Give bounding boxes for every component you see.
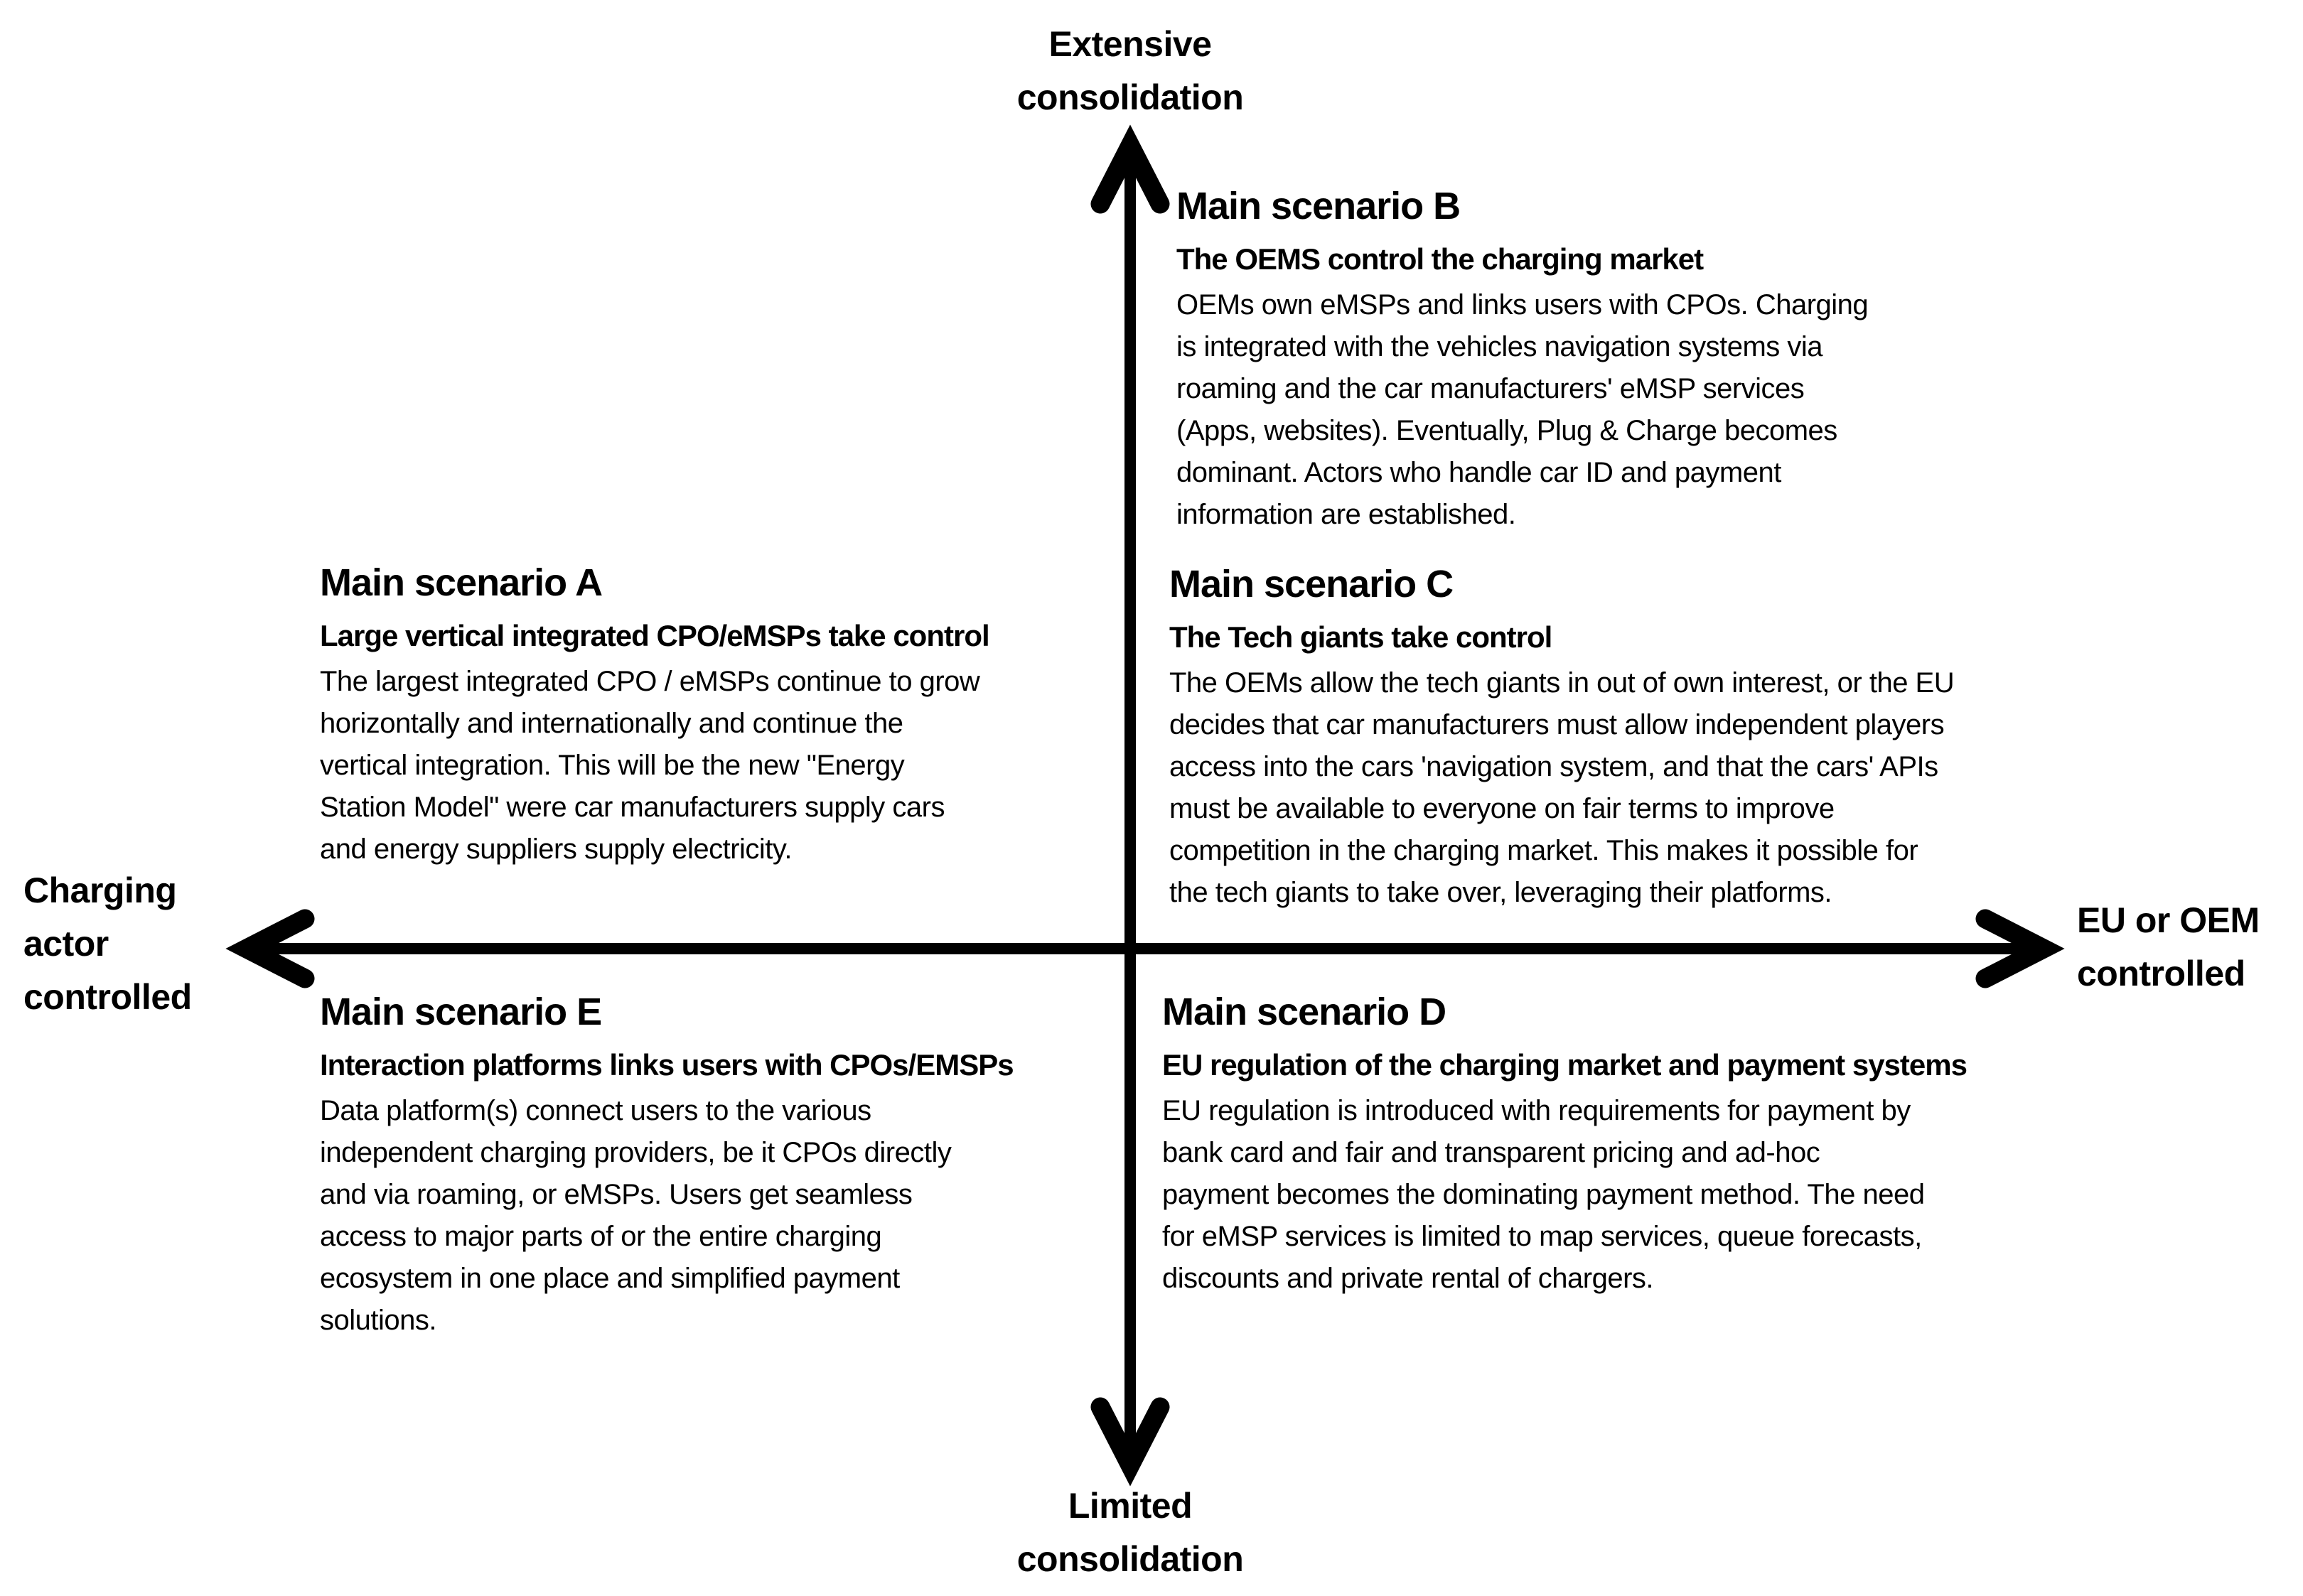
scenario-c-subtitle: The Tech giants take control [1169, 620, 1552, 654]
scenario-b-body: OEMs own eMSPs and links users with CPOs… [1176, 289, 1869, 530]
down-arrow-icon [1090, 1397, 1170, 1487]
scenario-e-heading: Main scenario E [320, 991, 602, 1033]
scenario-b-heading: Main scenario B [1176, 185, 1461, 227]
left-arrow-icon [225, 909, 315, 988]
scenario-e-block: Main scenario E Interaction platforms li… [320, 989, 1144, 1342]
scenario-a-subtitle: Large vertical integrated CPO/eMSPs take… [320, 619, 990, 652]
up-arrow-icon [1090, 124, 1170, 214]
scenario-c-block: Main scenario C The Tech giants take con… [1169, 561, 2179, 914]
scenario-a-block: Main scenario A Large vertical integrate… [320, 560, 1144, 870]
scenario-e-subtitle: Interaction platforms links users with C… [320, 1048, 1014, 1082]
scenario-b-block: Main scenario B The OEMS control the cha… [1176, 183, 2122, 536]
scenario-c-body: The OEMs allow the tech giants in out of… [1169, 667, 1955, 908]
axis-label-limited-consolidation: Limited consolidation [1016, 1486, 1244, 1579]
scenario-c-heading: Main scenario C [1169, 563, 1454, 605]
scenario-d-heading: Main scenario D [1162, 991, 1446, 1033]
scenario-e-body: Data platform(s) connect users to the va… [320, 1095, 952, 1336]
axis-label-eu-or-oem-controlled: EU or OEM controlled [2077, 900, 2260, 993]
scenario-b-subtitle: The OEMS control the charging market [1176, 242, 1704, 276]
scenario-d-subtitle: EU regulation of the charging market and… [1162, 1048, 1968, 1082]
scenario-d-block: Main scenario D EU regulation of the cha… [1162, 989, 2157, 1300]
scenario-a-heading: Main scenario A [320, 561, 603, 604]
axis-label-extensive-consolidation: Extensive consolidation [1016, 24, 1244, 117]
right-arrow-icon [1975, 909, 2065, 988]
axis-label-charging-actor-controlled: Charging actor controlled [23, 870, 192, 1017]
scenario-d-body: EU regulation is introduced with require… [1162, 1095, 1925, 1294]
scenario-a-body: The largest integrated CPO / eMSPs conti… [320, 666, 980, 865]
